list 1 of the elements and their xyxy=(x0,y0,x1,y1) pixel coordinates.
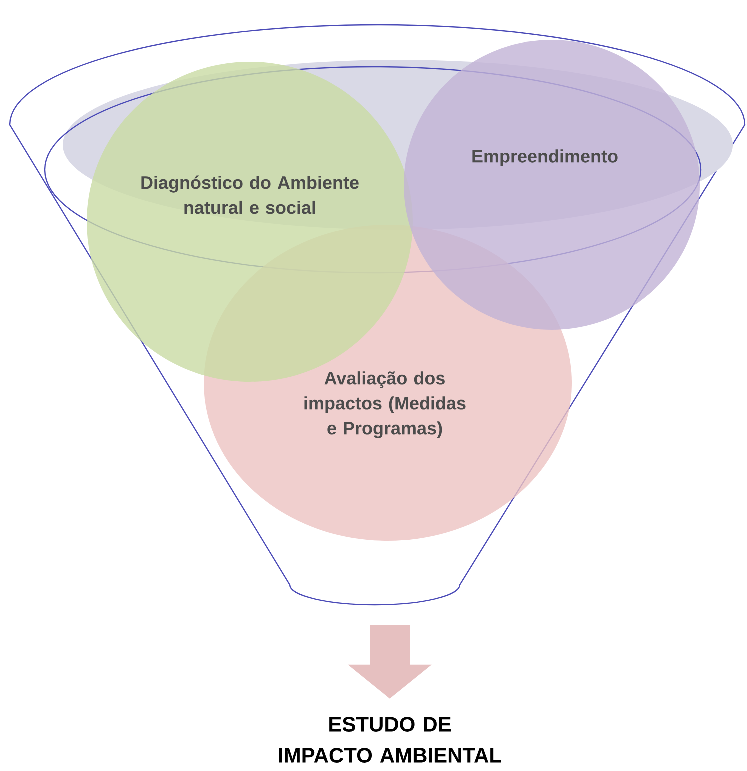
result-text: ESTUDO DE IMPACTO AMBIENTAL xyxy=(279,717,502,763)
